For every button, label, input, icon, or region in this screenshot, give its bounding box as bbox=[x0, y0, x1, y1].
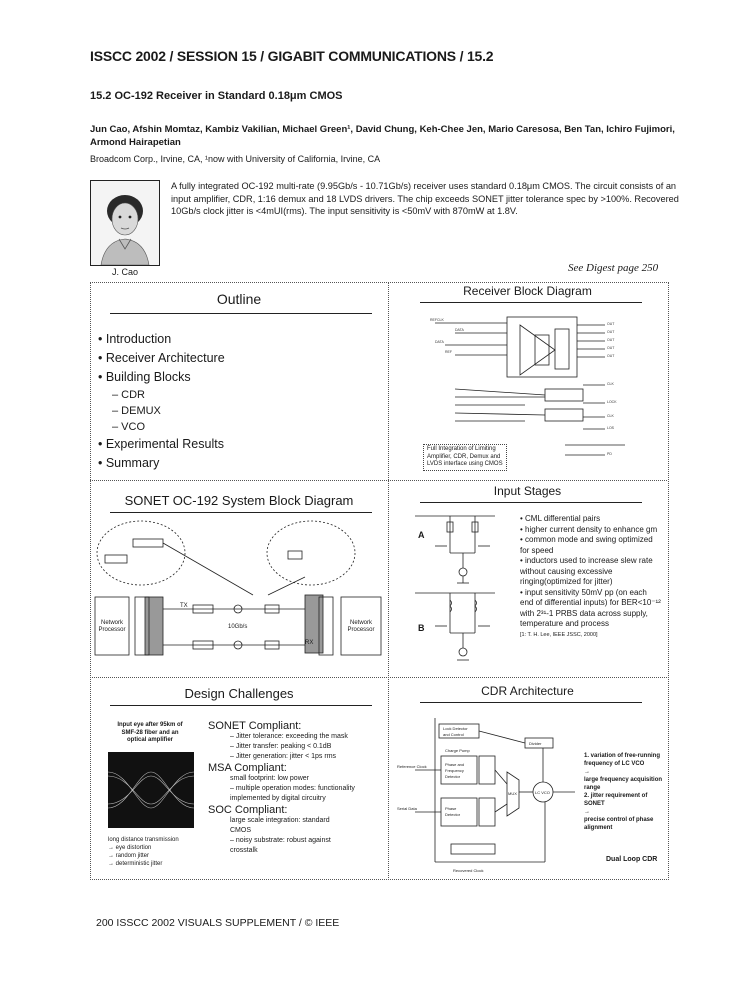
network-processor-right: Network Processor bbox=[347, 620, 375, 633]
svg-text:CLK: CLK bbox=[607, 382, 614, 386]
photo-caption: J. Cao bbox=[112, 267, 139, 277]
svg-text:REF: REF bbox=[445, 350, 452, 354]
slide-grid bbox=[90, 282, 669, 880]
sonet-diagram bbox=[94, 520, 382, 656]
title-rule bbox=[110, 705, 372, 706]
tx-label: TX bbox=[180, 603, 188, 609]
list-subitem: – DEMUX bbox=[112, 405, 161, 417]
title-rule bbox=[110, 512, 372, 513]
grid-divider bbox=[388, 282, 389, 878]
lock-detector-label: Lock Detector bbox=[443, 726, 468, 731]
title-rule bbox=[110, 313, 372, 314]
list-item: • Experimental Results bbox=[98, 437, 224, 451]
lock-detector-label: and Control bbox=[443, 732, 464, 737]
grid-divider bbox=[90, 677, 667, 678]
svg-text:OUT: OUT bbox=[607, 354, 615, 358]
svg-text:OUT: OUT bbox=[607, 330, 615, 334]
eye-caption: Input eye after 95km of SMF-28 fiber and… bbox=[117, 722, 183, 743]
svg-text:OUT: OUT bbox=[607, 322, 615, 326]
divider-label: Divider bbox=[529, 741, 542, 746]
refclk-label: Reference Clock bbox=[397, 764, 427, 769]
outline-list: • Introduction • Receiver Architecture •… bbox=[98, 330, 225, 473]
charge-pump-label: Charge Pump bbox=[445, 748, 470, 753]
digest-reference: See Digest page 250 bbox=[568, 262, 659, 274]
cdr-notes: 1. variation of free-running frequency o… bbox=[584, 753, 663, 831]
svg-text:DATA: DATA bbox=[435, 340, 444, 344]
receiver-note: Full Integration of Limiting Amplifier, … bbox=[423, 444, 507, 471]
input-stage-schematic bbox=[415, 515, 495, 661]
cdr-caption: Dual Loop CDR bbox=[606, 856, 658, 863]
pfd-label: Frequency bbox=[445, 768, 464, 773]
eye-diagram bbox=[108, 752, 194, 828]
paper-title: 15.2 OC-192 Receiver in Standard 0.18μm … bbox=[90, 90, 343, 102]
abstract: A fully integrated OC-192 multi-rate (9.… bbox=[171, 181, 679, 216]
svg-text:OUT: OUT bbox=[607, 338, 615, 342]
rate-label: 10Gb/s bbox=[228, 624, 248, 630]
challenges-list: SONET Compliant: – Jitter tolerance: exc… bbox=[208, 720, 355, 854]
rx-label: RX bbox=[305, 640, 314, 646]
page-footer: 200 ISSCC 2002 VISUALS SUPPLEMENT / © IE… bbox=[96, 917, 340, 929]
list-subitem: – VCO bbox=[112, 421, 146, 433]
vco-label: LC VCO bbox=[535, 790, 550, 795]
schematic-label-a: A bbox=[418, 530, 425, 540]
title-rule bbox=[420, 702, 642, 703]
challenges-title: Design Challenges bbox=[184, 686, 294, 701]
svg-text:LOCK: LOCK bbox=[607, 400, 617, 404]
network-processor-left: Network Processor bbox=[98, 620, 126, 633]
list-item: • Building Blocks bbox=[98, 370, 191, 384]
svg-text:DATA: DATA bbox=[455, 328, 464, 332]
outline-title: Outline bbox=[216, 291, 262, 307]
author-photo bbox=[90, 180, 160, 266]
title-rule bbox=[420, 302, 642, 303]
cdr-diagram: Lock Detector and Control Divider Charge… bbox=[397, 718, 575, 873]
affiliation: Broadcom Corp., Irvine, CA, ¹now with Un… bbox=[90, 154, 381, 164]
schematic-label-b: B bbox=[418, 623, 425, 633]
svg-text:LOS: LOS bbox=[607, 426, 615, 430]
svg-text:PD: PD bbox=[607, 452, 612, 456]
recovered-clock-label: Recovered Clock bbox=[453, 868, 483, 873]
serial-data-label: Serial Data bbox=[397, 806, 418, 811]
svg-text:CLK: CLK bbox=[607, 414, 614, 418]
pfd-label: Phase and bbox=[445, 762, 464, 767]
page-header: ISSCC 2002 / SESSION 15 / GIGABIT COMMUN… bbox=[90, 48, 494, 64]
list-subitem: – CDR bbox=[112, 389, 146, 401]
list-item: • Receiver Architecture bbox=[98, 351, 225, 365]
list-item: • Summary bbox=[98, 456, 160, 470]
cdr-title: CDR Architecture bbox=[481, 684, 574, 698]
input-stage-bullets: • CML differential pairs • higher curren… bbox=[520, 514, 661, 638]
input-stages-title: Input Stages bbox=[493, 484, 562, 498]
title-rule bbox=[420, 502, 642, 503]
eye-legend: long distance transmission → eye distort… bbox=[108, 837, 179, 867]
list-item: • Introduction bbox=[98, 332, 172, 346]
pd-label: Detector bbox=[445, 812, 461, 817]
svg-text:REFCLK: REFCLK bbox=[430, 318, 444, 322]
receiver-title: Receiver Block Diagram bbox=[463, 284, 592, 298]
pfd-label: Detector bbox=[445, 774, 461, 779]
svg-text:OUT: OUT bbox=[607, 346, 615, 350]
sonet-title: SONET OC-192 System Block Diagram bbox=[124, 493, 354, 508]
receiver-block-diagram: REFCLK DATA DATA REF OUT OUT OUT OUT OUT CLK L… bbox=[430, 316, 625, 456]
mux-label: MUX bbox=[508, 791, 517, 796]
pd-label: Phase bbox=[445, 806, 457, 811]
author-list: Jun Cao, Afshin Momtaz, Kambiz Vakilian,… bbox=[90, 124, 675, 148]
grid-divider bbox=[90, 480, 667, 481]
